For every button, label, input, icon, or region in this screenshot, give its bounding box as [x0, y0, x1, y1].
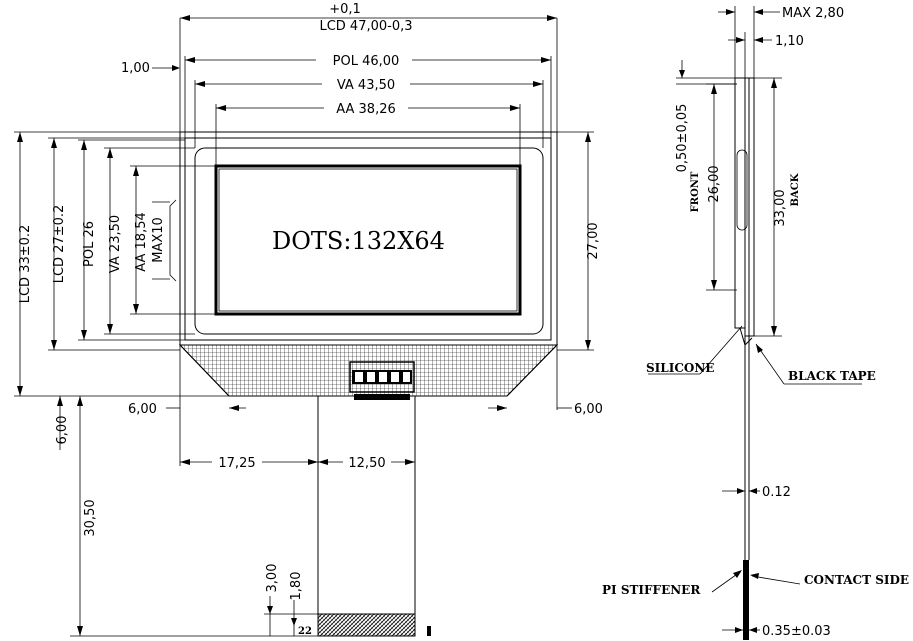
driver-ic [349, 361, 415, 400]
side-polarizer [736, 149, 748, 231]
pin-number-label: 22 [298, 626, 312, 637]
va-height-dim: VA 23,50 [108, 215, 123, 273]
pol-height-dim: POL 26 [82, 221, 97, 267]
right-height-dim: 27,00 [586, 222, 601, 259]
dots-label: DOTS:132X64 [272, 227, 445, 255]
thickness-110-dim: 1,10 [775, 34, 804, 49]
edge-offset-dim: 1,00 [121, 61, 150, 76]
fpc-length-dim: 30,50 [83, 499, 98, 536]
offset-left-dim: 6,00 [128, 402, 157, 417]
aa-width-dim: AA 38,26 [336, 102, 396, 117]
side-glass-front [734, 77, 746, 329]
pin-one-mark [427, 626, 431, 636]
fpc-tail [317, 395, 416, 637]
contact-side-label: CONTACT SIDE [804, 573, 909, 587]
black-tape-label: BLACK TAPE [788, 369, 876, 383]
fpc-offset-dim: 17,25 [218, 456, 255, 471]
stiffener-thickness-dim: 0.35±0.03 [762, 624, 831, 639]
lcd-width-dim: LCD 47,00-0,3 [319, 19, 412, 34]
lcd-glass-height-dim: LCD 27±0.2 [52, 205, 67, 284]
pi-stiffener-label: PI STIFFENER [602, 583, 701, 597]
front-height-dim: 26,00 [707, 165, 722, 202]
active-area [214, 164, 522, 316]
silicone-label: SILICONE [646, 361, 714, 375]
front-label: FRONT [690, 171, 701, 212]
side-stiffener [743, 560, 749, 640]
fpc-gap-dim: 6,00 [55, 416, 70, 445]
fpc-stiff-dim: 3,00 [265, 564, 280, 593]
lcd-width-tol: +0,1 [329, 2, 361, 17]
viewing-area [194, 147, 544, 335]
offset-050-dim: 0,50±0,05 [675, 104, 690, 173]
front-view: DOTS:132X64 22 +0,1 LCD 47,00-0,3 POL 46… [14, 2, 603, 637]
fpc-pitch-dim: 1,80 [289, 572, 304, 601]
va-width-dim: VA 43,50 [337, 78, 395, 93]
side-view: MAX 2,80 1,10 0,50±0,05 26,00 FRONT 33,0… [602, 6, 909, 640]
max-height-dim: MAX10 [151, 217, 166, 263]
fpc-thickness-dim: 0.12 [762, 485, 791, 500]
lcd-height-dim: LCD 33±0.2 [18, 225, 33, 304]
active-area-inner [218, 168, 518, 312]
back-label: BACK [790, 173, 801, 206]
fpc-width-dim: 12,50 [348, 456, 385, 471]
offset-right-dim: 6,00 [574, 402, 603, 417]
aa-height-dim: AA 18,54 [134, 212, 149, 272]
fpc-contacts [317, 613, 416, 637]
pol-width-dim: POL 46,00 [333, 54, 400, 69]
back-height-dim: 33,00 [773, 189, 788, 226]
polarizer-outline [184, 137, 552, 341]
max-thickness-dim: MAX 2,80 [782, 6, 844, 21]
